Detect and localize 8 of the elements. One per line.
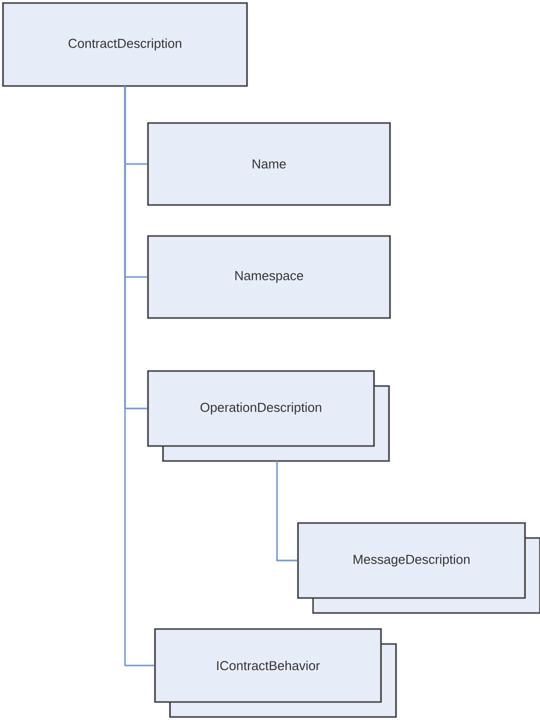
box: Name (147, 122, 391, 206)
box: ContractDescription (2, 2, 248, 87)
stacked-box: IContractBehavior (154, 628, 397, 718)
connector (124, 86, 154, 666)
box: Namespace (147, 235, 391, 319)
connector (276, 461, 298, 562)
stacked-box: OperationDescription (147, 370, 390, 462)
stacked-box: MessageDescription (297, 522, 540, 614)
